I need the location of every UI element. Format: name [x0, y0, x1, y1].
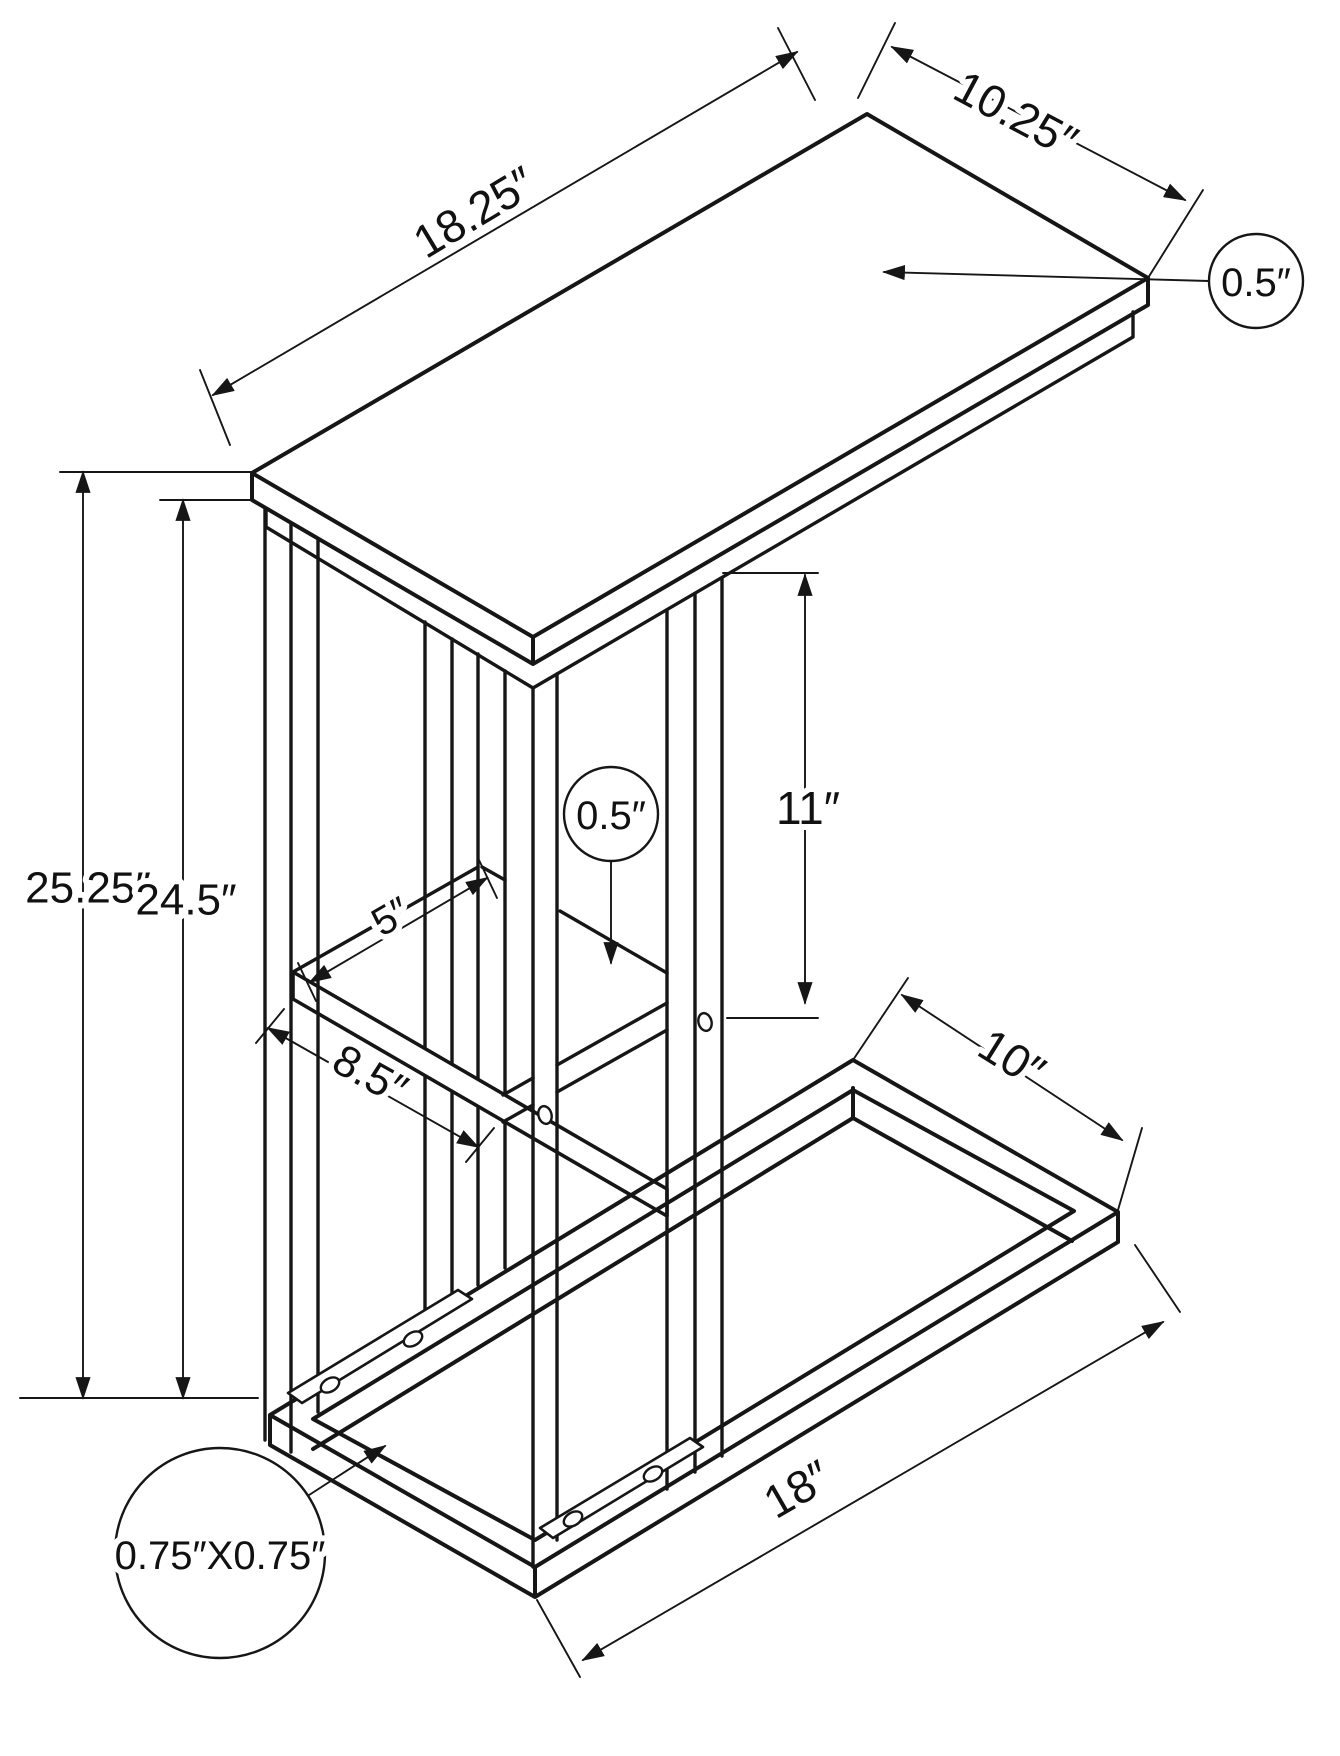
leader-line — [882, 264, 1210, 282]
screw-hole — [402, 1330, 424, 1348]
tabletop — [250, 112, 1150, 666]
extension-ticks — [857, 22, 1204, 279]
dimension-line — [211, 51, 799, 396]
dimension-label-opening-height: 11″ — [776, 782, 840, 834]
extension-ticks — [297, 859, 498, 1002]
screw-hole — [319, 1376, 341, 1394]
dimension-label-top-depth: 10.25″ — [946, 60, 1086, 168]
extension-lines — [852, 977, 1143, 1211]
dimension-label-shelf-length: 5″ — [364, 889, 418, 945]
callout-circle — [1207, 232, 1305, 330]
leader-line — [305, 1444, 387, 1498]
extension-ticks — [199, 27, 816, 446]
dimension-line — [266, 1027, 480, 1148]
callout-shelf-thickness: 0.5″ — [562, 765, 660, 965]
callout-label-shelf-thickness: 0.5″ — [576, 794, 646, 838]
callout-circle — [562, 765, 660, 863]
base-frame — [268, 1058, 1120, 1599]
dimension-shelf-length: 5″ — [297, 859, 498, 1002]
screw-holes — [319, 1011, 713, 1528]
dimension-label-base-length: 18″ — [755, 1450, 839, 1529]
screw-hole — [537, 1104, 553, 1126]
dimension-overall-height: 25.25″ — [19, 470, 259, 1400]
dimension-line — [890, 46, 1187, 201]
callout-top-thickness: 0.5″ — [882, 232, 1305, 330]
extension-lines — [722, 572, 819, 1019]
extension-ticks — [255, 1008, 495, 1163]
back-post-lines — [423, 620, 507, 1319]
dimension-top-length: 18.25″ — [199, 27, 816, 446]
callout-tube-profile: 0.75″X0.75″ — [109, 1444, 387, 1660]
dimension-base-length: 18″ — [536, 1244, 1181, 1678]
screw-hole — [697, 1011, 713, 1033]
dimension-top-depth: 10.25″ — [857, 22, 1204, 279]
extension-lines — [19, 471, 259, 1399]
callout-label-tube-profile: 0.75″X0.75″ — [115, 1534, 326, 1578]
dimension-base-depth: 10″ — [852, 977, 1143, 1211]
dimension-opening-height: 11″ — [722, 572, 846, 1019]
shelf-front-face — [291, 970, 669, 1218]
dimension-label-overall-height: 25.25″ — [25, 864, 151, 913]
dimension-line — [581, 1321, 1165, 1661]
dimension-label-frame-height: 24.5″ — [135, 876, 236, 925]
dimension-frame-height: 24.5″ — [129, 498, 253, 1400]
dimension-label-top-length: 18.25″ — [404, 156, 543, 268]
callout-label-top-thickness: 0.5″ — [1221, 261, 1291, 305]
tabletop-apron — [264, 310, 1135, 690]
callout-circle — [113, 1446, 327, 1660]
dimension-line — [308, 877, 489, 983]
extension-lines — [536, 1244, 1181, 1678]
dimension-line — [900, 993, 1124, 1142]
table-drawing — [250, 112, 1150, 1599]
